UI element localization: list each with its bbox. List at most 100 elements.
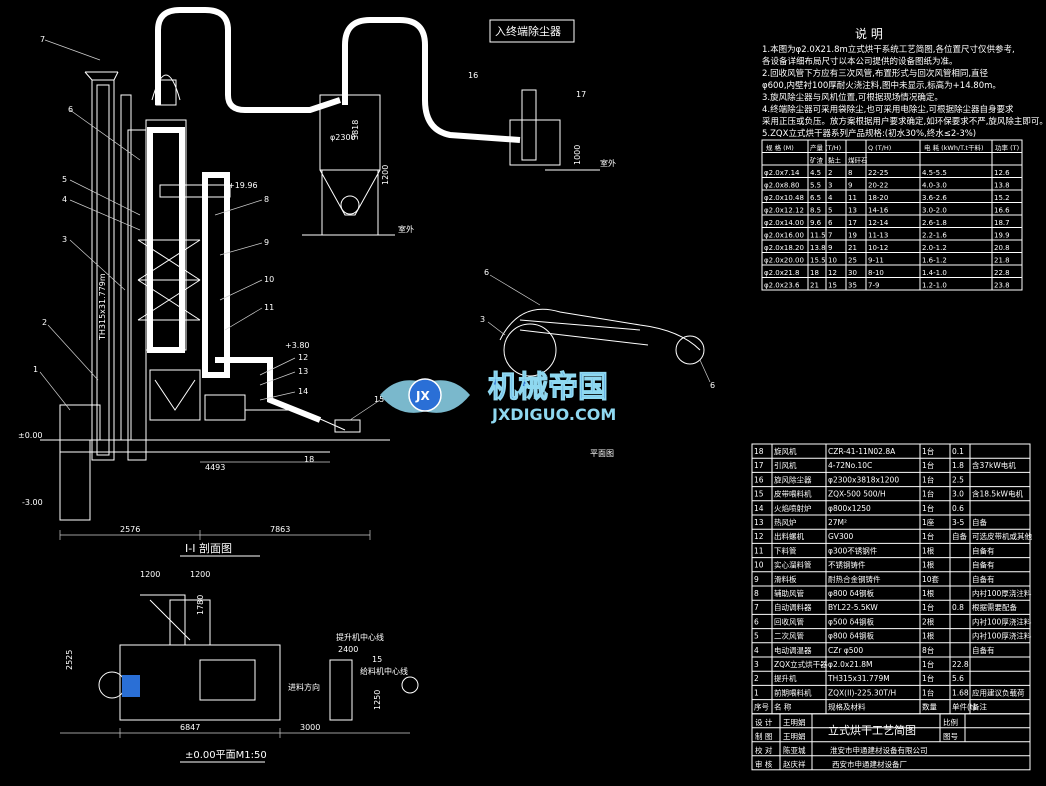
parts-cell: 耐热合金钢铸件 <box>828 574 881 584</box>
spec-cell: 14-16 <box>868 207 889 215</box>
parts-header-1: 名 称 <box>774 702 792 712</box>
parts-cell: 下料管 <box>774 545 797 555</box>
spec-header-4: 电 耗 (kWh/T.t干料) <box>924 143 984 152</box>
parts-cell: 出料螺机 <box>774 531 804 541</box>
parts-cell: 辅助风管 <box>774 588 804 598</box>
spec-cell: 18 <box>810 269 819 277</box>
parts-cell: 1台 <box>922 474 934 484</box>
callout-17: 17 <box>576 90 586 99</box>
spec-cell: 1.4-1.0 <box>922 269 947 277</box>
spec-cell: 25 <box>848 257 857 265</box>
spec-cell: 9 <box>828 244 832 252</box>
spec-cell: 21 <box>810 282 819 290</box>
plan-label-elevator: 提升机中心线 <box>336 632 384 642</box>
spec-cell: φ2.0x8.80 <box>764 182 799 190</box>
spec-cell: 12-14 <box>868 219 889 227</box>
parts-cell: TH315x31.779M <box>827 674 890 683</box>
callout-7: 7 <box>40 35 45 44</box>
note-line-5: 3.旋风除尘器与风机位置,可根据现场情况确定。 <box>762 92 943 103</box>
spec-cell: 5 <box>828 207 832 215</box>
parts-cell: 4 <box>754 646 759 655</box>
spec-cell: 7 <box>828 232 832 240</box>
parts-cell: 27M² <box>828 518 847 527</box>
callout-11: 11 <box>264 303 274 312</box>
parts-cell: 应用建议负载荷 <box>972 687 1025 697</box>
spec-cell: 12 <box>828 269 837 277</box>
dim-2576: 2576 <box>120 525 140 534</box>
parts-cell: 1.8 <box>952 461 964 470</box>
spec-table: 规 格 (M)产量 (T/H)Q (T/H)电 耗 (kWh/T.t干料)功率 … <box>761 139 1023 291</box>
parts-cell: 16 <box>754 475 764 484</box>
parts-cell: BYL22-5.5KW <box>828 603 878 612</box>
spec-cell: 10 <box>828 257 837 265</box>
parts-cell: CZr φ500 <box>828 646 863 655</box>
parts-cell: 自备 <box>952 531 967 541</box>
spec-cell: 19.9 <box>994 232 1010 240</box>
elev-mid: +3.80 <box>285 341 310 350</box>
meta-name-2: 陈亚城 <box>783 745 806 755</box>
drawing-title: 立式烘干工艺简图 <box>828 723 916 737</box>
spec-cell: 18.7 <box>994 219 1010 227</box>
main-elevation: 7 6 5 4 3 2 1 8 9 10 11 12 13 14 15 16 1… <box>18 7 586 540</box>
parts-cell: 自备 <box>972 517 987 527</box>
callout-4: 4 <box>62 195 67 204</box>
spec-cell: 23.8 <box>994 282 1010 290</box>
dim-cyclone-h2: 1200 <box>381 165 390 185</box>
dedust-title: 入终端除尘器 <box>495 24 561 38</box>
spec-header-1: 产量 (T/H) <box>810 143 841 152</box>
parts-cell: φ2.0x21.8M <box>828 660 872 669</box>
parts-header-2: 规格及材料 <box>828 702 866 712</box>
parts-cell: 1台 <box>922 687 934 697</box>
spec-cell: 12.6 <box>994 169 1010 177</box>
parts-header-0: 序号 <box>754 702 769 712</box>
parts-cell: 4-72No.10C <box>828 461 872 470</box>
spec-cell: 21 <box>848 244 857 252</box>
spec-cell: 5.5 <box>810 182 821 190</box>
parts-cell: 皮带喂料机 <box>774 489 812 499</box>
watermark-mark: JX <box>415 389 430 403</box>
parts-cell: 前期喂料机 <box>774 687 812 697</box>
notes-title: 说 明 <box>855 26 883 41</box>
watermark-main: 机械帝国 <box>488 370 608 405</box>
dim-4493: 4493 <box>205 463 225 472</box>
parts-cell: 不锈钢铸件 <box>828 560 866 570</box>
parts-cell: 10套 <box>922 574 940 584</box>
spec-cell: 3.0-2.0 <box>922 207 947 215</box>
note-line-4: φ600,内壁衬100厚耐火浇注料,图中未显示,标高为+14.80m。 <box>762 80 1001 91</box>
spec-cell: 4.5-5.5 <box>922 169 947 177</box>
parts-cell: 内衬100厚浇注料 <box>972 616 1032 626</box>
side-callout-3: 3 <box>480 315 485 324</box>
plan-dim-1780: 1780 <box>196 595 205 615</box>
ground-label-right: 室外 <box>600 158 616 168</box>
spec-cell: 15.5 <box>810 257 826 265</box>
parts-cell: 自备有 <box>972 574 995 584</box>
parts-cell: φ800 δ4钢板 <box>828 588 875 598</box>
spec-cell: 4 <box>828 194 833 202</box>
spec-cell: 7-9 <box>868 282 879 290</box>
callout-1: 1 <box>33 365 38 374</box>
callout-13: 13 <box>298 367 308 376</box>
dim-column-height: TH315x31.779m <box>98 273 107 341</box>
parts-cell: 1台 <box>922 503 934 513</box>
parts-cell: 1台 <box>922 446 934 456</box>
spec-cell: 13.8 <box>810 244 826 252</box>
watermark: JX 机械帝国 JXDIGUO.COM <box>380 370 616 424</box>
spec-cell: 15 <box>828 282 837 290</box>
spec-cell: φ2.0x10.48 <box>764 194 804 202</box>
parts-cell: φ800x1250 <box>828 504 871 513</box>
spec-subheader-3: 煤矸石 <box>848 156 868 165</box>
parts-cell: 8台 <box>922 645 934 655</box>
parts-cell: 自备有 <box>972 545 995 555</box>
parts-cell: 2.5 <box>952 475 964 484</box>
parts-cell: 1 <box>754 688 759 697</box>
parts-cell: 根据需要配备 <box>972 602 1017 612</box>
callout-15: 15 <box>374 395 384 404</box>
callout-18: 18 <box>304 455 314 464</box>
company-1: 淮安市申通建材设备有限公司 <box>830 745 928 755</box>
spec-cell: 3.6-2.6 <box>922 194 947 202</box>
parts-cell: 1台 <box>922 602 934 612</box>
plan-dim-1200a: 1200 <box>140 570 160 579</box>
